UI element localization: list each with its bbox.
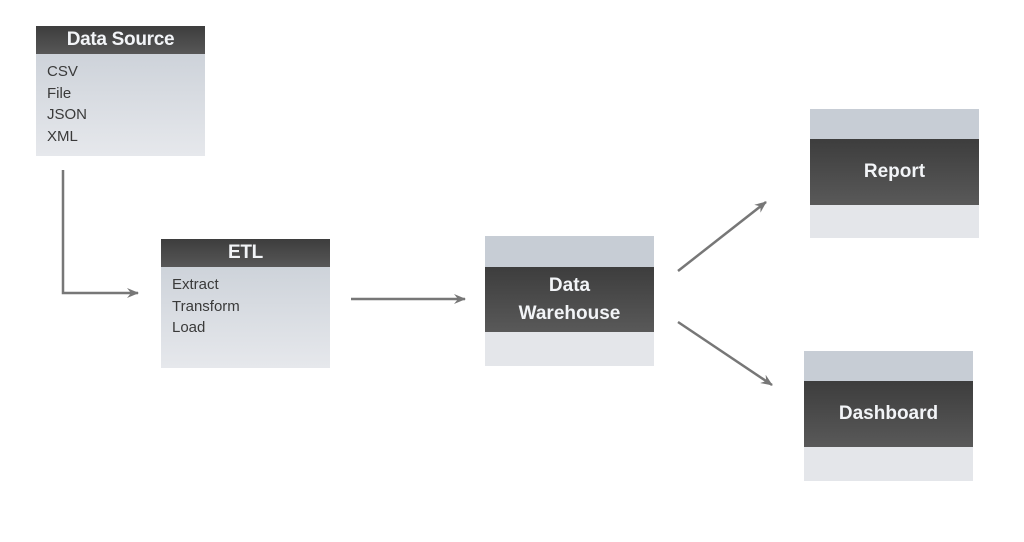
arrow-warehouse-to-report	[677, 201, 767, 272]
data-source-items: CSV File JSON XML	[36, 54, 205, 147]
data-source-item-json: JSON	[47, 106, 88, 123]
dashboard-bottom-band	[804, 447, 973, 481]
data-warehouse-box: Data Warehouse	[485, 236, 654, 366]
data-warehouse-line2: Warehouse	[518, 302, 621, 324]
etl-items: Extract Transform Load	[161, 267, 330, 339]
report-top-band	[810, 109, 979, 139]
data-source-item-csv: CSV	[47, 63, 78, 80]
report-box: Report	[810, 109, 979, 238]
report-bottom-band	[810, 205, 979, 238]
etl-item-load: Load	[172, 319, 206, 336]
data-warehouse-line1: Data	[548, 274, 591, 296]
data-source-box: Data Source CSV File JSON XML	[36, 26, 205, 156]
dashboard-box: Dashboard	[804, 351, 973, 481]
etl-item-transform: Transform	[172, 297, 240, 315]
data-warehouse-bottom-band	[485, 332, 654, 366]
dashboard-title: Dashboard	[804, 381, 973, 447]
data-source-item-file: File	[47, 84, 72, 102]
report-title: Report	[810, 139, 979, 205]
arrow-source-to-etl	[61, 170, 139, 298]
data-warehouse-top-band	[485, 236, 654, 267]
arrow-warehouse-to-dashboard	[677, 320, 773, 387]
dashboard-top-band	[804, 351, 973, 381]
etl-item-extract: Extract	[172, 276, 219, 293]
etl-title: ETL	[161, 239, 330, 267]
etl-box: ETL Extract Transform Load	[161, 239, 330, 368]
data-source-item-xml: XML	[47, 127, 78, 145]
data-warehouse-label: Data Warehouse	[485, 267, 654, 332]
data-source-title: Data Source	[36, 26, 205, 54]
